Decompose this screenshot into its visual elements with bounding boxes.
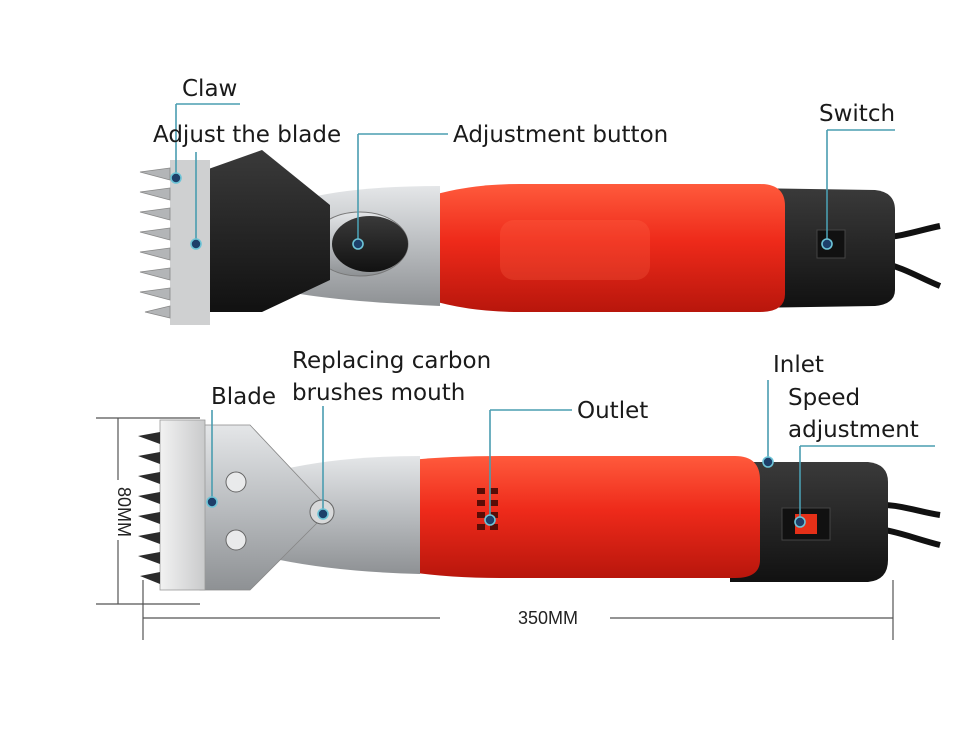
- speed-leader: [799, 445, 935, 522]
- length-dimension-line: [142, 580, 894, 640]
- leaders: [170, 103, 935, 528]
- motor-body-bottom: [410, 456, 760, 578]
- switch-label: Switch: [819, 101, 895, 127]
- outlet-leader: [489, 409, 572, 520]
- dimensions: 80MM 350MM: [96, 417, 894, 640]
- switch-leader: [826, 129, 895, 244]
- blade-label: Blade: [211, 384, 276, 410]
- adjust-blade-dot: [190, 238, 202, 250]
- height-dimension-line: [96, 417, 200, 605]
- clipper-bottom: [138, 419, 941, 591]
- length-dimension: 350MM: [518, 608, 578, 628]
- motor-body: [430, 184, 785, 312]
- speed-label-line2: adjustment: [788, 417, 919, 443]
- power-cord-bottom: [884, 502, 941, 518]
- blade-screw-1: [225, 471, 247, 493]
- blade-screw-2: [225, 529, 247, 551]
- inlet-dot: [762, 456, 774, 468]
- adjustment-button-leader: [357, 133, 448, 244]
- adjustment-knob: [332, 216, 408, 272]
- blade-dot: [206, 496, 218, 508]
- claw-label: Claw: [182, 76, 237, 102]
- replacing-dot: [317, 508, 329, 520]
- replacing-carbon-label-line1: Replacing carbon: [292, 348, 491, 374]
- metal-neck-bottom: [280, 456, 420, 574]
- comb-blade: [138, 419, 206, 591]
- cutter-head: [200, 150, 330, 312]
- speed-dot: [794, 516, 806, 528]
- outlet-dot: [484, 514, 496, 526]
- inlet-label: Inlet: [773, 352, 824, 378]
- replacing-carbon-label-line2: brushes mouth: [292, 380, 465, 406]
- adjustment-button-dot: [352, 238, 364, 250]
- labels: Claw Adjust the blade Adjustment button …: [153, 76, 919, 443]
- adjust-blade-label: Adjust the blade: [153, 122, 341, 148]
- height-dimension: 80MM: [114, 487, 134, 537]
- switch-dot: [821, 238, 833, 250]
- adjustment-button-label: Adjustment button: [453, 122, 668, 148]
- speed-label-line1: Speed: [788, 385, 860, 411]
- claw-dot: [170, 172, 182, 184]
- outlet-vents: [477, 488, 498, 530]
- claw-leader: [175, 103, 240, 178]
- outlet-label: Outlet: [577, 398, 648, 424]
- comb-teeth-top: [139, 160, 210, 325]
- clipper-top: [139, 150, 942, 325]
